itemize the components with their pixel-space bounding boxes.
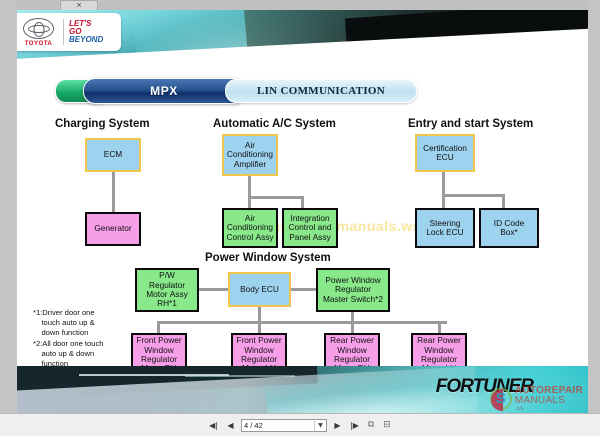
lin-communication-diagram: www.autorepairmanuals.ws Charging System… xyxy=(17,106,588,391)
tab-mpx[interactable]: MPX xyxy=(83,78,245,104)
wire-entry-branch-left xyxy=(442,194,445,210)
toyota-emblem-group: TOYOTA xyxy=(17,17,62,47)
copy-icon[interactable]: ⧉ xyxy=(367,420,375,430)
wire-pw-bus xyxy=(157,321,447,324)
wire-ac-branch-right xyxy=(301,196,304,210)
document-page: TOYOTA LET'S GO BEYOND MPX LIN COMMUNICA… xyxy=(17,10,588,414)
logo-tagline: LET'S GO BEYOND xyxy=(69,18,104,45)
section-title-power-window: Power Window System xyxy=(205,252,331,264)
wire-bodyecu-master xyxy=(291,288,317,291)
wire-ac-bus xyxy=(248,196,303,199)
close-icon[interactable]: × xyxy=(76,1,82,9)
autorepair-wordmark: AUTOREPAIR MANUALS .ws xyxy=(514,384,583,412)
wire-entry-branch-right xyxy=(502,194,505,210)
logo-divider xyxy=(63,19,64,45)
wire-rh1-bodyecu xyxy=(199,288,229,291)
wire-entry-bus xyxy=(442,194,504,197)
tab-lin-communication[interactable]: LIN COMMUNICATION xyxy=(225,79,417,103)
wire-ac-branch-left xyxy=(248,196,251,210)
page-navigation-toolbar: ◀| ◀ ▼ ▶ |▶ ⧉ ⊟ xyxy=(0,414,600,436)
footnote-1: *1:Driver door one touch auto up & down … xyxy=(33,308,95,338)
autorepair-watermark: AUTOREPAIR MANUALS .ws xyxy=(489,384,583,412)
wire-pw-drop-1 xyxy=(157,321,160,335)
window-chrome-right xyxy=(588,0,600,436)
window-chrome-left xyxy=(0,0,16,436)
autorepair-tld: .ws xyxy=(514,405,524,412)
autorepair-logo-icon xyxy=(489,387,512,411)
first-page-button[interactable]: ◀| xyxy=(209,420,218,430)
section-tabs: MPX LIN COMMUNICATION xyxy=(55,78,417,104)
wire-ac-amp-down xyxy=(248,176,251,198)
node-ecm[interactable]: ECM xyxy=(85,138,141,172)
footer-accent-line-2 xyxy=(185,375,295,377)
tab-mpx-label: MPX xyxy=(150,84,178,98)
wire-ecm-generator xyxy=(112,172,115,212)
tab-lin-communication-label: LIN COMMUNICATION xyxy=(256,85,386,97)
page-number-input[interactable] xyxy=(242,419,314,431)
next-page-button[interactable]: ▶ xyxy=(334,420,341,430)
section-title-charging: Charging System xyxy=(55,118,150,130)
page-number-combobox[interactable]: ▼ xyxy=(241,418,327,432)
tagline-line-1: LET'S xyxy=(69,18,92,28)
tagline-line-3: BEYOND xyxy=(69,35,104,45)
previous-page-button[interactable]: ◀ xyxy=(227,420,234,430)
toyota-wordmark: TOYOTA xyxy=(24,39,53,47)
wire-bodyecu-down xyxy=(258,307,261,323)
wire-pw-drop-3 xyxy=(351,321,354,335)
toyota-emblem-icon xyxy=(23,17,54,39)
save-icon[interactable]: ⊟ xyxy=(383,420,391,430)
autorepair-line-1: AUTOREPAIR xyxy=(514,384,583,396)
footnotes: *1:Driver door one touch auto up & down … xyxy=(33,308,145,369)
wire-cert-down xyxy=(442,172,445,196)
last-page-button[interactable]: |▶ xyxy=(350,420,359,430)
window-chrome-top: × xyxy=(0,0,600,11)
toyota-logo: TOYOTA LET'S GO BEYOND xyxy=(17,13,121,51)
section-title-entry: Entry and start System xyxy=(408,118,534,130)
window-tab[interactable]: × xyxy=(60,0,98,11)
footnote-2: *2:All door one touch auto up & down fun… xyxy=(33,338,104,368)
node-generator[interactable]: Generator xyxy=(85,212,141,246)
footer-accent-line-1 xyxy=(79,374,229,376)
wire-pw-drop-2 xyxy=(258,321,261,335)
chevron-down-icon[interactable]: ▼ xyxy=(314,419,326,431)
autorepair-line-2: MANUALS xyxy=(514,394,566,406)
section-title-ac: Automatic A/C System xyxy=(213,118,336,130)
wire-master-down xyxy=(351,312,354,323)
node-body-ecu[interactable]: Body ECU xyxy=(228,272,291,307)
wire-pw-drop-4 xyxy=(438,321,441,335)
tagline-line-2: GO xyxy=(69,26,82,36)
page-banner: TOYOTA LET'S GO BEYOND xyxy=(17,10,588,68)
